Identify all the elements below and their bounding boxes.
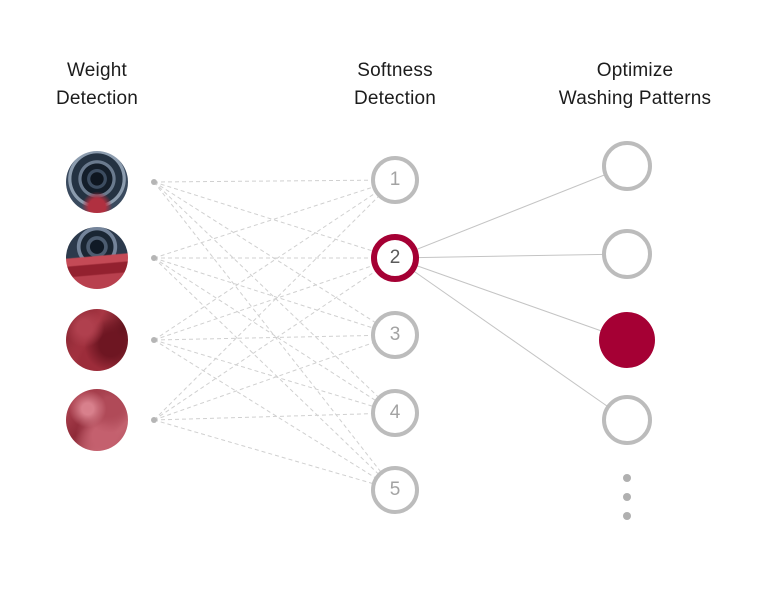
softness-node-1: 1 — [371, 156, 419, 204]
softness-node-3: 3 — [371, 311, 419, 359]
title-line: Detection — [353, 88, 437, 109]
softness-node-2-selected: 2 — [371, 234, 419, 282]
dashed-links — [153, 179, 396, 491]
washer-drum-red-fabric-photo — [66, 227, 128, 289]
title-line: Washing Patterns — [558, 88, 712, 109]
output-node-1 — [602, 141, 652, 191]
pink-red-fabric-photo — [66, 389, 128, 451]
node-label: 2 — [389, 247, 401, 268]
softness-node-5: 5 — [371, 466, 419, 514]
softness-node-4: 4 — [371, 389, 419, 437]
node-label: 3 — [389, 324, 401, 345]
title-line: Detection — [55, 88, 139, 109]
title-line: Weight — [67, 60, 127, 81]
ellipsis-dot — [623, 512, 631, 520]
connector-dot — [151, 337, 157, 343]
output-node-2 — [602, 229, 652, 279]
output-node-4 — [602, 395, 652, 445]
column-title-softness-detection: Softness Detection — [285, 57, 505, 113]
solid-links — [394, 165, 628, 421]
dark-red-fabric-photo — [66, 309, 128, 371]
column-title-weight-detection: Weight Detection — [0, 57, 207, 113]
node-label: 4 — [389, 402, 401, 423]
ellipsis-dot — [623, 493, 631, 501]
ellipsis-dot — [623, 474, 631, 482]
washer-drum-empty-photo — [66, 151, 128, 213]
output-node-3-selected — [599, 312, 655, 368]
connector-dot — [151, 255, 157, 261]
node-label: 5 — [389, 479, 401, 500]
connector-dot — [151, 179, 157, 185]
title-line: Softness — [357, 60, 433, 81]
connector-dot — [151, 417, 157, 423]
column-title-optimize-washing-patterns: Optimize Washing Patterns — [525, 57, 745, 113]
node-label: 1 — [389, 169, 401, 190]
title-line: Optimize — [596, 60, 674, 81]
